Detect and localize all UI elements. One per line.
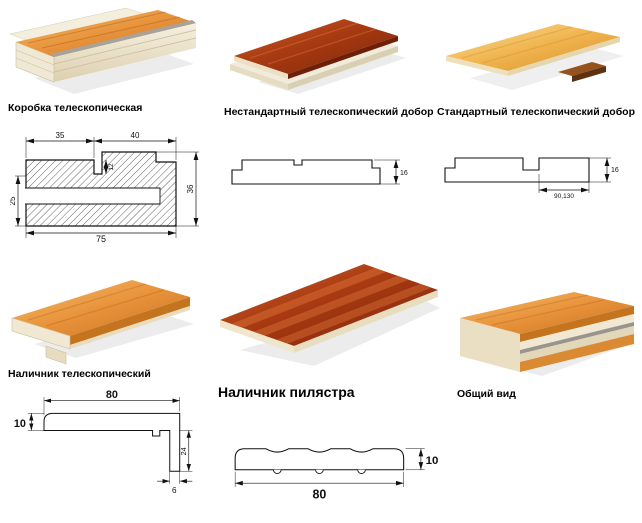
frame-step-lines [53,29,197,73]
dimension-lines [15,137,199,238]
profile-outline [234,448,405,471]
front-edge-face [508,37,620,76]
bottom-notch [315,469,324,475]
korobka-photo-render [9,7,197,94]
dim-10: 10 [426,455,439,467]
shadow [470,46,624,90]
end-cross-section [15,41,55,83]
wood-top-face [446,24,620,71]
wood-top-face [234,19,398,74]
dobor-nonstandard-label: Нестандартный телескопический добор [224,106,434,118]
korobka-drawing: 35 40 12 25 36 75 [10,131,199,243]
frame-cream-band [520,314,634,350]
seal-strip [520,322,634,354]
profile-outline [444,157,590,183]
dim-24: 24 [179,447,188,455]
dim-12: 12 [108,163,115,171]
end-face [460,318,520,372]
wood-grain [475,294,605,326]
dimension-lines [27,397,193,484]
nalichnik-telescopic-label: Наличник телескопический [8,368,151,380]
frame-lower-band [520,326,634,362]
frame-front-face [54,23,196,82]
frame-wood-return [520,334,634,372]
telescopic-slot [25,187,161,205]
end-cross-section [11,317,71,350]
connector-block-top [558,62,606,76]
shadow [34,50,194,94]
dim-25: 25 [10,196,17,205]
front-edge-face [288,36,398,79]
wood-top-face [220,264,438,346]
underboard-end [230,64,288,90]
dimension-lines [538,157,611,193]
dim-75: 75 [96,234,106,243]
front-edge-face [70,297,190,345]
dim-10: 10 [14,418,26,430]
dobor-nonstandard-photo-render [230,19,406,94]
end-profile-lines [15,49,55,74]
dim-6: 6 [172,486,177,495]
dobor-nonstandard-drawing: 16 [231,159,408,185]
groove-stripe [276,284,431,344]
profile-outline [43,412,181,472]
profile-outline [231,159,381,185]
end-flange [45,345,67,365]
connector-block-edge [572,66,606,82]
underboard-edge [288,46,398,90]
casing-front-edge [520,306,634,342]
front-underside [70,306,190,349]
nalichnik-pilastra-label: Наличник пилястра [218,384,355,400]
nalichnik-telescopic-photo-render [11,280,194,365]
wood-top-face [16,10,196,57]
wood-grain [249,22,377,65]
wood-grain [27,11,181,49]
wood-grain [461,26,593,64]
dim-35: 35 [56,131,65,140]
dobor-standard-label: Стандартный телескопический добор [437,106,636,118]
dim-90-130: 90,130 [554,193,574,200]
nalichnik-telescopic-drawing: 80 10 24 6 [14,389,193,495]
dimension-lines [374,159,400,185]
bottom-notch [273,469,282,475]
dim-36: 36 [186,184,195,193]
end-face [446,56,508,76]
dim-16: 16 [400,170,408,177]
dim-80: 80 [312,488,326,502]
end-face [220,320,294,353]
general-view-label: Общий вид [457,388,516,400]
dim-40: 40 [131,131,140,140]
nalichnik-pilastra-photo-render [220,264,440,366]
dim-16: 16 [611,167,619,174]
bottom-notch [357,469,366,475]
groove-stripe [253,276,408,336]
wood-top-face [12,280,190,336]
korobka-label: Коробка телескопическая [8,102,143,114]
casing-top-face [460,292,634,334]
front-edge-face [294,290,438,353]
end-face [234,56,288,79]
general-view-photo-render [460,292,636,376]
seal-strip [50,20,196,57]
dobor-standard-photo-render [446,24,624,90]
dimension-lines [234,448,425,488]
wood-grain [27,283,165,327]
dim-80: 80 [106,389,118,401]
groove-stripe [231,268,386,328]
dobor-standard-drawing: 90,130 16 [444,157,619,200]
nalichnik-pilastra-drawing: 80 10 [234,448,439,502]
